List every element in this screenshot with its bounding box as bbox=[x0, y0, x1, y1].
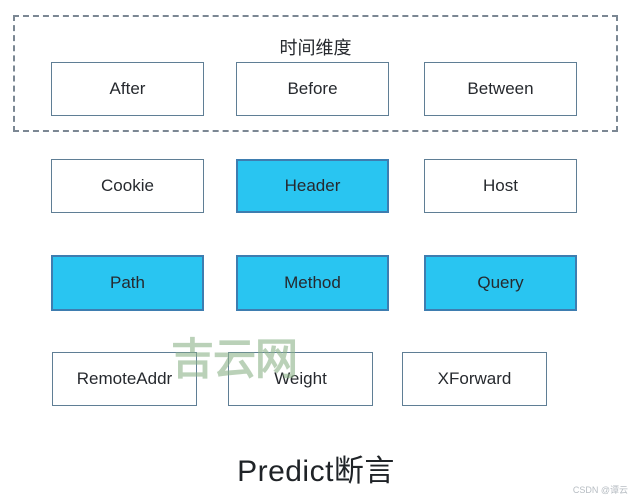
node-cookie: Cookie bbox=[51, 159, 204, 213]
node-remoteaddr: RemoteAddr bbox=[52, 352, 197, 406]
node-host: Host bbox=[424, 159, 577, 213]
node-query: Query bbox=[424, 255, 577, 311]
node-method: Method bbox=[236, 255, 389, 311]
node-after: After bbox=[51, 62, 204, 116]
time-dimension-group: 时间维度 bbox=[13, 15, 618, 132]
node-before: Before bbox=[236, 62, 389, 116]
node-between: Between bbox=[424, 62, 577, 116]
node-header: Header bbox=[236, 159, 389, 213]
time-dimension-label: 时间维度 bbox=[279, 38, 352, 58]
diagram-title: Predict断言 bbox=[237, 455, 395, 488]
node-path: Path bbox=[51, 255, 204, 311]
node-xforward: XForward bbox=[402, 352, 547, 406]
node-weight: Weight bbox=[228, 352, 373, 406]
